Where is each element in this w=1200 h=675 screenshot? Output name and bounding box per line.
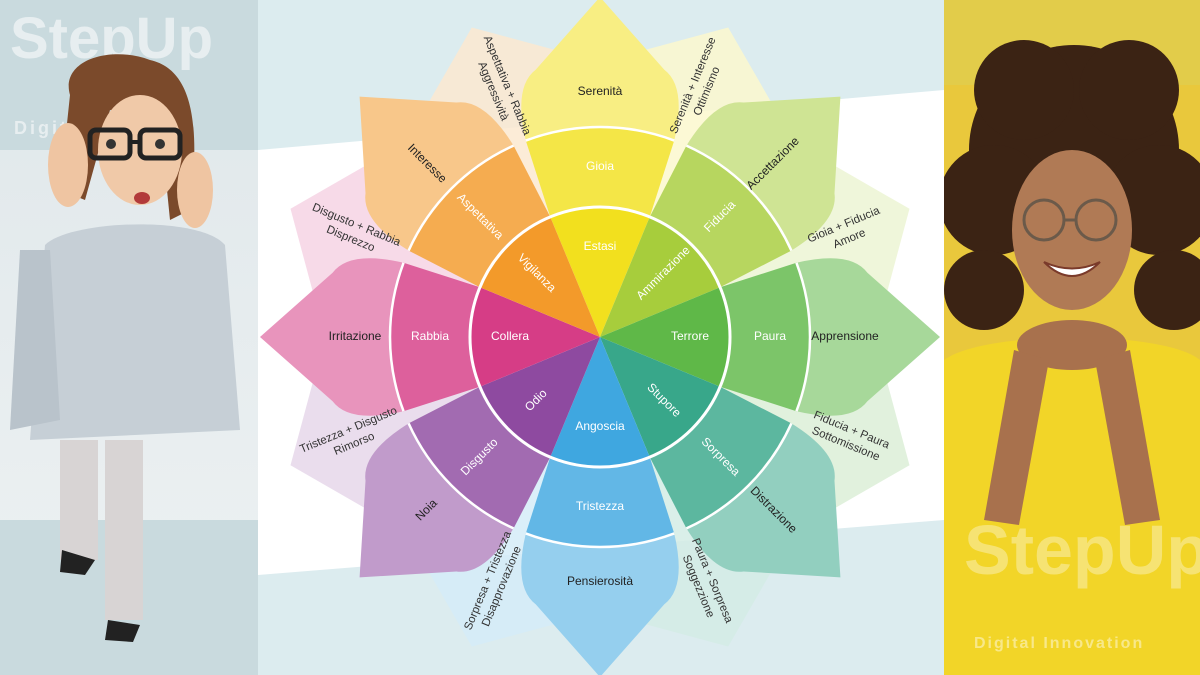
- label-outer-tristezza: Pensierosità: [567, 574, 633, 588]
- label-inner-gioia: Estasi: [584, 239, 617, 253]
- label-mid-rabbia: Rabbia: [411, 329, 449, 343]
- label-outer-gioia: Serenità: [578, 84, 623, 98]
- left-photo-panel: StepUp Digital: [0, 0, 258, 675]
- plutchik-wheel: EstasiGioiaSerenitàAmmirazioneFiduciaAcc…: [258, 0, 944, 675]
- petal-outer-gioia: [521, 0, 678, 141]
- watermark-tagline-right: Digital Innovation: [974, 635, 1144, 653]
- label-inner-rabbia: Collera: [491, 329, 529, 343]
- label-inner-paura: Terrore: [671, 329, 709, 343]
- label-outer-rabbia: Irritazione: [329, 329, 382, 343]
- label-mid-paura: Paura: [754, 329, 786, 343]
- label-mid-gioia: Gioia: [586, 159, 614, 173]
- label-mid-tristezza: Tristezza: [576, 499, 625, 513]
- surprised-woman-illustration: [0, 0, 258, 675]
- right-photo-panel: StepUp Digital Innovation: [944, 0, 1200, 675]
- watermark-logo-right: StepUp: [964, 510, 1200, 590]
- petal-outer-tristezza: [521, 533, 678, 675]
- label-outer-paura: Apprensione: [811, 329, 879, 343]
- label-inner-tristezza: Angoscia: [575, 419, 625, 433]
